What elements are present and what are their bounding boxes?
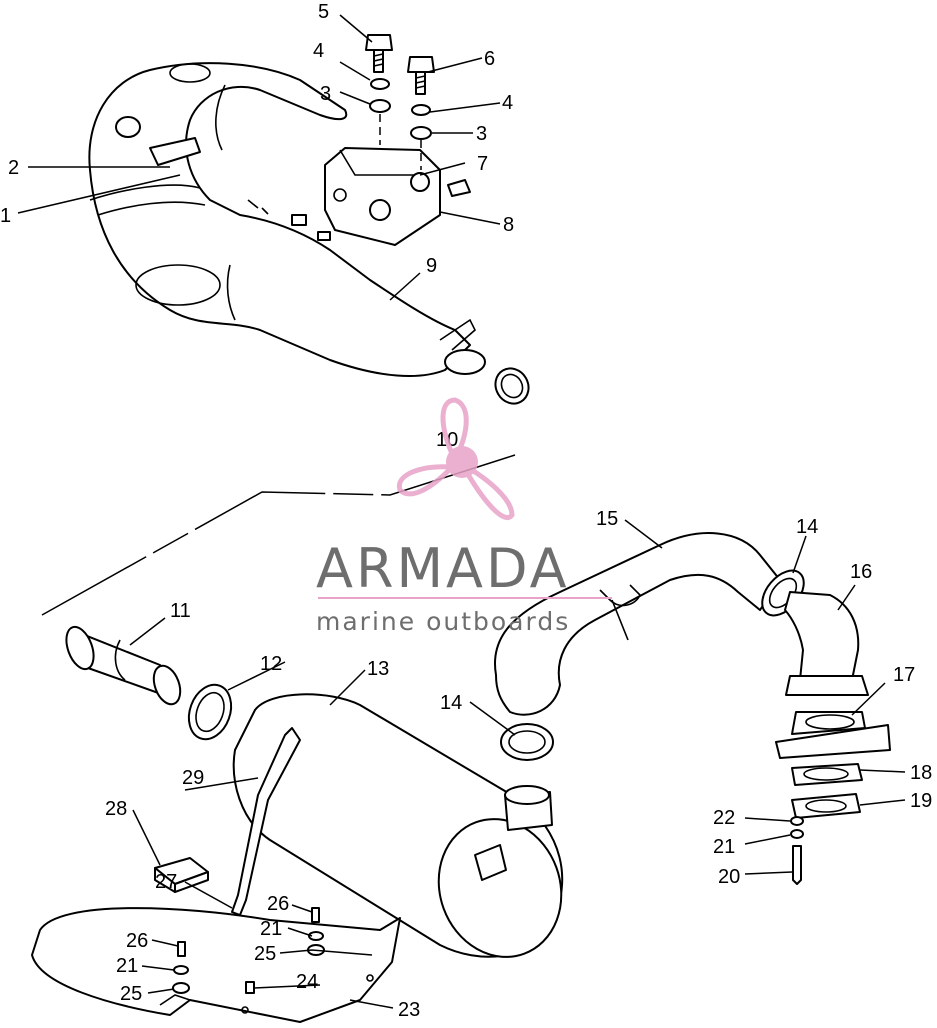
callout-15: 15 [596,508,618,530]
callout-6: 6 [484,48,495,70]
callout-28: 28 [105,798,127,820]
callout-8: 8 [503,214,514,236]
callout-14-upper: 14 [796,516,818,538]
callout-29: 29 [182,767,204,789]
callout-1: 1 [0,205,11,227]
callout-27: 27 [155,871,177,893]
washer-21-right [790,829,804,839]
washer-3-left [369,99,391,113]
callout-13: 13 [367,658,389,680]
callout-22: 22 [713,807,735,829]
callout-20: 20 [718,866,740,888]
washer-4-left [370,78,390,90]
propeller-icon [396,397,515,520]
washer-22 [790,816,804,826]
callout-26-right: 26 [267,893,289,915]
pad-28 [154,857,209,893]
bolt-5 [365,34,393,73]
watermark-title: ARMADA [316,537,570,600]
callout-11: 11 [170,600,191,622]
fitting-24 [245,981,255,994]
bolt-20 [792,845,802,885]
callout-19: 19 [910,790,932,812]
hose-11 [65,625,182,706]
callout-24: 24 [296,971,318,993]
washer-4-right [411,104,431,116]
callout-12: 12 [260,653,282,675]
callout-3-right: 3 [476,123,487,145]
callout-23: 23 [398,999,420,1021]
callout-17: 17 [893,664,915,686]
elbow-16 [784,591,869,696]
callout-25-right: 25 [254,943,276,965]
callout-4-right: 4 [502,92,513,114]
callout-5: 5 [318,1,329,23]
bolt-6 [407,56,435,95]
hose-29 [231,727,301,916]
callout-16: 16 [850,561,872,583]
watermark-subtitle: marine outboards [316,607,570,636]
expansion-chamber [88,62,486,377]
callout-9: 9 [426,255,437,277]
muffler-13 [232,693,564,958]
callout-18: 18 [910,762,932,784]
clamp-10 [494,367,530,405]
bracket-23 [31,907,401,1023]
washer-3-right [410,126,432,140]
pipe-15 [494,532,781,716]
callout-21-mid: 21 [260,918,282,940]
leader-lines [17,14,906,1009]
callout-21-right: 21 [713,836,735,858]
callout-2: 2 [8,157,19,179]
callout-14-lower: 14 [440,692,462,714]
callout-21-left: 21 [116,955,138,977]
callout-25-left: 25 [120,983,142,1005]
callout-7: 7 [477,153,488,175]
flange-19 [791,793,861,819]
plate [775,724,891,759]
clamp-12 [187,683,233,741]
gasket-18 [791,763,863,786]
callout-4-left: 4 [313,40,324,62]
watermark: ARMADA marine outboards [316,397,612,636]
clamp-14-lower [500,723,554,761]
callout-26-left: 26 [126,930,148,952]
callout-3-left: 3 [320,83,331,105]
exhaust-manifold [324,147,471,246]
